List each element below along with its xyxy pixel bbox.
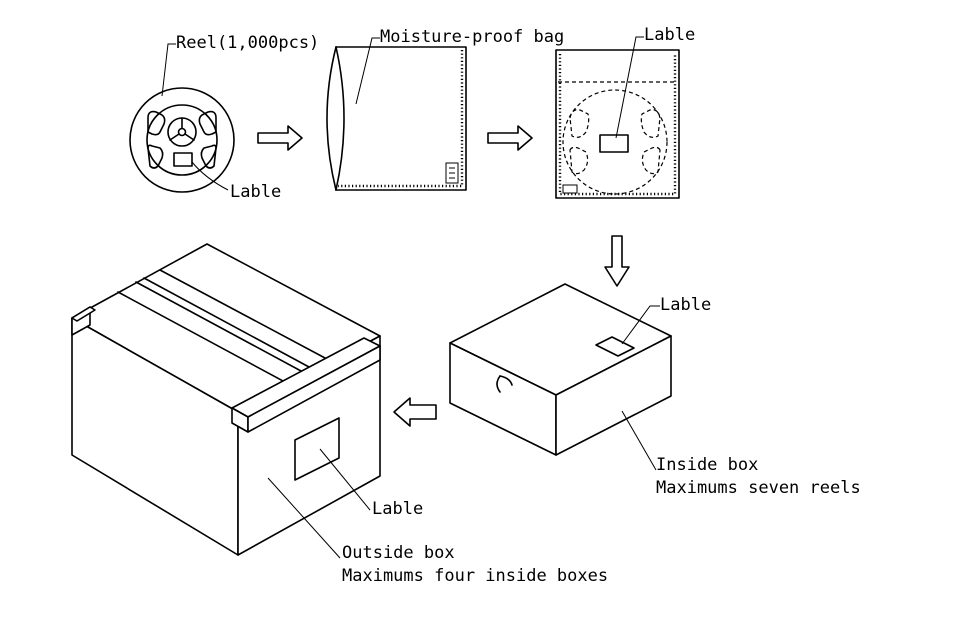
bag-label-caption: Lable [644,25,695,45]
inside-box-caption: Inside box [656,455,758,475]
reel-leader [161,43,176,97]
outside-box-caption: Outside box [342,543,455,563]
outside-label-caption: Lable [372,499,423,519]
bag-sealed-drawing [555,49,680,199]
outside-box-drawing [71,243,381,556]
arrow-right-icon [487,125,533,151]
bag-label-leader [615,36,644,139]
inside-box-leader [621,410,657,471]
arrow-left-icon [393,397,437,427]
outside-box-leader [267,477,341,559]
inside-box-capacity: Maximums seven reels [656,478,861,498]
arrow-down-icon [604,235,630,287]
bag-caption: Moisture-proof bag [380,27,564,47]
bag-open-drawing [326,46,467,191]
reel-label-caption: Lable [230,182,281,202]
reel-caption: Reel(1,000pcs) [176,33,319,53]
reel-drawing [129,87,235,193]
arrow-right-icon [257,125,303,151]
reel-label-leader [191,161,229,191]
inside-label-caption: Lable [660,295,711,315]
inside-label-leader [621,305,660,345]
outside-label-leader [319,448,371,511]
inside-box-drawing [449,283,672,456]
outside-box-capacity: Maximums four inside boxes [342,566,608,586]
bag-leader [355,37,380,105]
